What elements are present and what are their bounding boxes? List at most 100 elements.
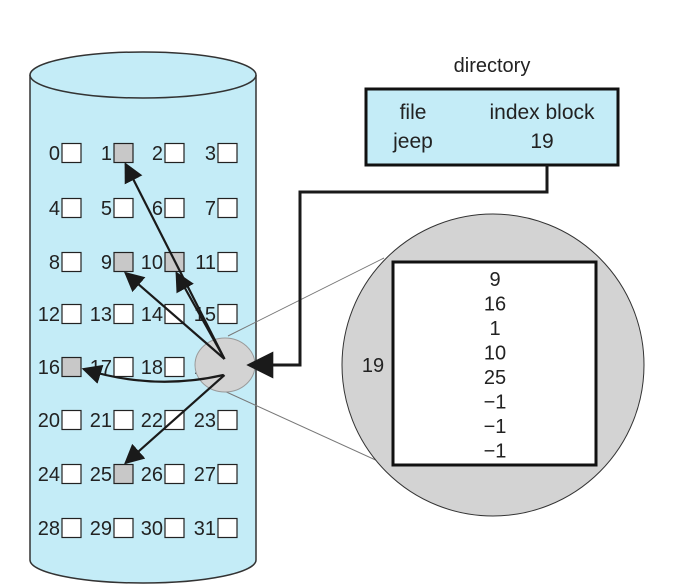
free-block-square-20 xyxy=(61,409,82,431)
disk-block-20: 20 xyxy=(38,409,82,432)
block-number-2: 2 xyxy=(152,143,163,165)
disk-block-12: 12 xyxy=(38,303,82,326)
used-block-square-1 xyxy=(113,142,134,164)
index-entry-8: −1 xyxy=(484,441,507,463)
block-number-23: 23 xyxy=(194,410,216,432)
disk-block-23: 23 xyxy=(194,409,238,432)
free-block-square-21 xyxy=(113,409,134,431)
block-number-20: 20 xyxy=(38,410,60,432)
index-entry-3: 1 xyxy=(489,318,500,340)
free-block-square-15 xyxy=(217,303,238,325)
index-entry-6: −1 xyxy=(484,392,507,414)
index-block-box xyxy=(391,260,598,467)
block-19-highlight xyxy=(194,337,256,393)
disk-block-22: 22 xyxy=(141,409,185,432)
block-number-26: 26 xyxy=(141,464,163,486)
block-number-22: 22 xyxy=(141,410,163,432)
directory-title: directory xyxy=(454,55,531,77)
disk-block-28: 28 xyxy=(38,517,82,540)
directory: directory file index block jeep 19 xyxy=(364,55,620,167)
block-number-10: 10 xyxy=(141,252,163,274)
free-block-square-27 xyxy=(217,463,238,485)
zoom-block-label: 19 xyxy=(362,355,384,377)
block-number-0: 0 xyxy=(49,143,60,165)
disk-block-13: 13 xyxy=(90,303,134,326)
free-block-square-8 xyxy=(61,251,82,273)
free-block-square-11 xyxy=(217,251,238,273)
index-entry-5: 25 xyxy=(484,367,506,389)
disk-block-9: 9 xyxy=(101,251,134,274)
index-entry-4: 10 xyxy=(484,343,506,365)
pointer-arrow-to-block-25 xyxy=(124,374,226,465)
disk-block-0: 0 xyxy=(49,142,82,165)
disk-block-16: 16 xyxy=(38,356,82,379)
free-block-square-30 xyxy=(164,517,185,539)
disk-blocks: 0123456789101112131415161718192021222324… xyxy=(38,142,238,540)
disk-block-31: 31 xyxy=(194,517,238,540)
used-block-square-25 xyxy=(113,463,134,485)
free-block-square-23 xyxy=(217,409,238,431)
cylinder-body xyxy=(29,75,257,584)
directory-header-file: file xyxy=(400,101,427,124)
block-number-28: 28 xyxy=(38,518,60,540)
block-number-8: 8 xyxy=(49,252,60,274)
used-block-square-9 xyxy=(113,251,134,273)
block-number-3: 3 xyxy=(205,143,216,165)
free-block-square-0 xyxy=(61,142,82,164)
free-block-square-24 xyxy=(61,463,82,485)
index-entry-1: 9 xyxy=(489,269,500,291)
free-block-square-6 xyxy=(164,197,185,219)
block-number-7: 7 xyxy=(205,198,216,220)
index-entry-7: −1 xyxy=(484,416,507,438)
block-number-16: 16 xyxy=(38,357,60,379)
disk-block-29: 29 xyxy=(90,517,134,540)
disk-block-10: 10 xyxy=(141,251,185,274)
block-number-12: 12 xyxy=(38,304,60,326)
pointer-arrow-to-block-9 xyxy=(124,271,226,360)
pointer-arrow-to-block-16 xyxy=(81,364,224,384)
free-block-square-12 xyxy=(61,303,82,325)
free-block-square-17 xyxy=(113,356,134,378)
free-block-square-4 xyxy=(61,197,82,219)
block-number-29: 29 xyxy=(90,518,112,540)
disk-block-21: 21 xyxy=(90,409,134,432)
disk-block-1: 1 xyxy=(101,142,134,165)
block-number-5: 5 xyxy=(101,198,112,220)
directory-header-index-block: index block xyxy=(489,101,595,124)
disk-block-6: 6 xyxy=(152,197,185,220)
free-block-square-31 xyxy=(217,517,238,539)
free-block-square-28 xyxy=(61,517,82,539)
cylinder-top xyxy=(29,51,257,99)
block-number-14: 14 xyxy=(141,304,163,326)
block-number-4: 4 xyxy=(49,198,60,220)
disk-cylinder xyxy=(29,51,257,584)
block-number-6: 6 xyxy=(152,198,163,220)
pointer-arrow-to-block-1 xyxy=(124,162,226,360)
block-number-27: 27 xyxy=(194,464,216,486)
block-number-18: 18 xyxy=(141,357,163,379)
free-block-square-13 xyxy=(113,303,134,325)
disk-block-27: 27 xyxy=(194,463,238,486)
disk-block-7: 7 xyxy=(205,197,238,220)
disk-block-30: 30 xyxy=(141,517,185,540)
directory-table xyxy=(364,87,620,167)
free-block-square-29 xyxy=(113,517,134,539)
block-number-9: 9 xyxy=(101,252,112,274)
zoom-line-top xyxy=(227,257,385,337)
block-number-21: 21 xyxy=(90,410,112,432)
free-block-square-18 xyxy=(164,356,185,378)
block-number-13: 13 xyxy=(90,304,112,326)
pointer-arrow-to-block-10 xyxy=(175,271,226,360)
disk-block-3: 3 xyxy=(205,142,238,165)
disk-block-14: 14 xyxy=(141,303,185,326)
directory-entry-index-block: 19 xyxy=(530,130,553,153)
disk-block-26: 26 xyxy=(141,463,185,486)
disk-block-5: 5 xyxy=(101,197,134,220)
free-block-square-7 xyxy=(217,197,238,219)
block-number-24: 24 xyxy=(38,464,60,486)
disk-block-25: 25 xyxy=(90,463,134,486)
used-block-square-16 xyxy=(61,356,82,378)
